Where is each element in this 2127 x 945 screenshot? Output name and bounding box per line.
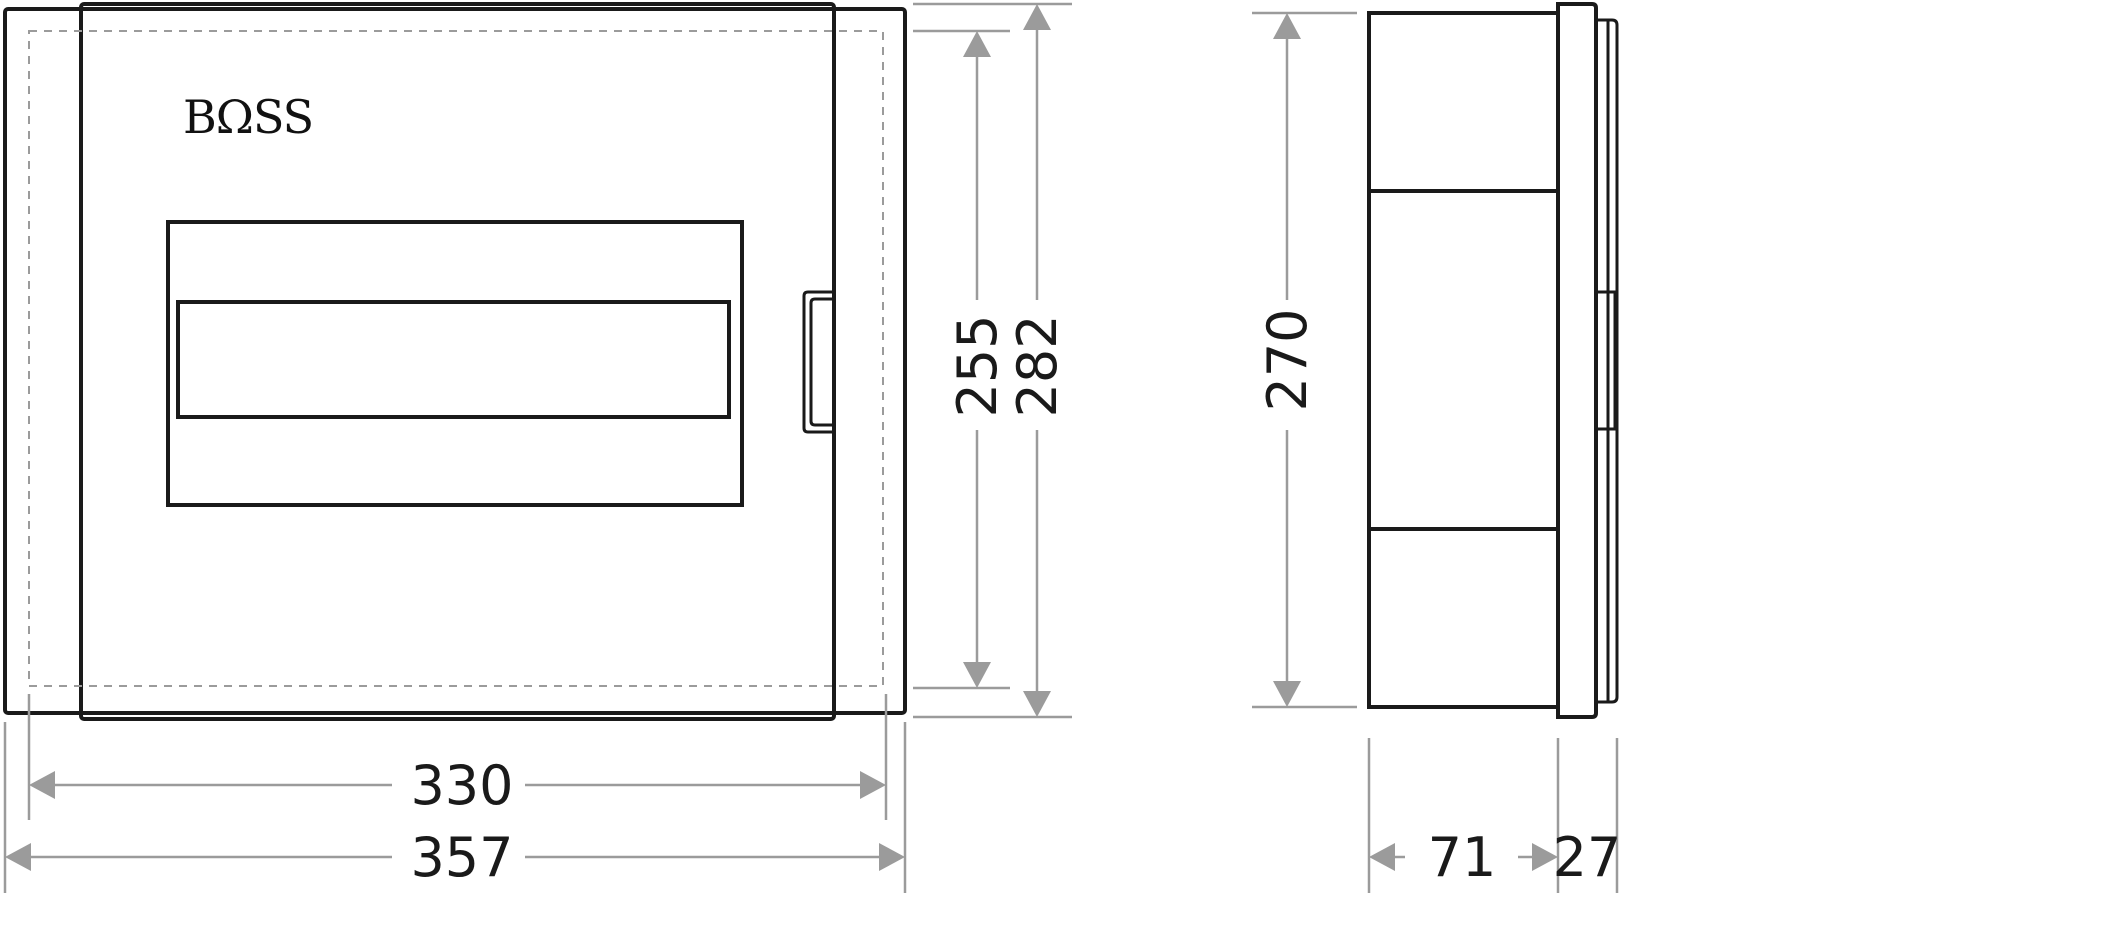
arrow-up-icon [963, 31, 991, 57]
front-height-dimensions: 255 282 [913, 2, 1072, 719]
front-width-dimensions: 330 357 [3, 694, 907, 893]
arrow-right-icon [879, 843, 905, 871]
front-view: BΩSS [3, 2, 907, 721]
dim-inner-width: 330 [29, 754, 886, 817]
front-door-panel [79, 2, 836, 721]
arrow-right-icon [1532, 843, 1558, 871]
side-height-dimension: 270 [1252, 11, 1357, 709]
dim-label-outer-width: 357 [410, 826, 513, 889]
dim-outer-width: 357 [5, 826, 905, 889]
dim-side-depth: 71 [1369, 826, 1558, 889]
arrow-up-icon [1023, 4, 1051, 30]
side-latch [1594, 290, 1617, 431]
dim-label-inner-width: 330 [410, 754, 513, 817]
front-outer-frame [3, 7, 907, 715]
side-view [1367, 2, 1619, 719]
arrow-right-icon [860, 771, 886, 799]
side-front-cover [1556, 2, 1598, 719]
dim-inner-height: 255 [946, 31, 1009, 688]
door-latch [802, 290, 834, 434]
arrow-left-icon [1369, 843, 1395, 871]
side-depth-dimensions: 71 27 [1367, 738, 1622, 893]
breaker-slot [176, 300, 731, 419]
dim-label-inner-height: 255 [946, 314, 1009, 417]
dim-outer-height: 282 [1006, 4, 1069, 717]
arrow-left-icon [5, 843, 31, 871]
arrow-left-icon [29, 771, 55, 799]
arrow-down-icon [1023, 691, 1051, 717]
dim-label-side-depth: 71 [1428, 826, 1497, 889]
side-door-edge [1596, 18, 1619, 704]
dim-label-side-height: 270 [1256, 308, 1319, 411]
recess-dashed-outline [28, 30, 884, 687]
side-box-body [1367, 11, 1560, 709]
breaker-window-frame [166, 220, 744, 507]
arrow-down-icon [963, 662, 991, 688]
brand-logo: BΩSS [183, 90, 313, 144]
dim-label-cover-depth: 27 [1553, 826, 1622, 889]
arrow-down-icon [1273, 681, 1301, 707]
arrow-up-icon [1273, 13, 1301, 39]
dim-label-outer-height: 282 [1006, 314, 1069, 417]
